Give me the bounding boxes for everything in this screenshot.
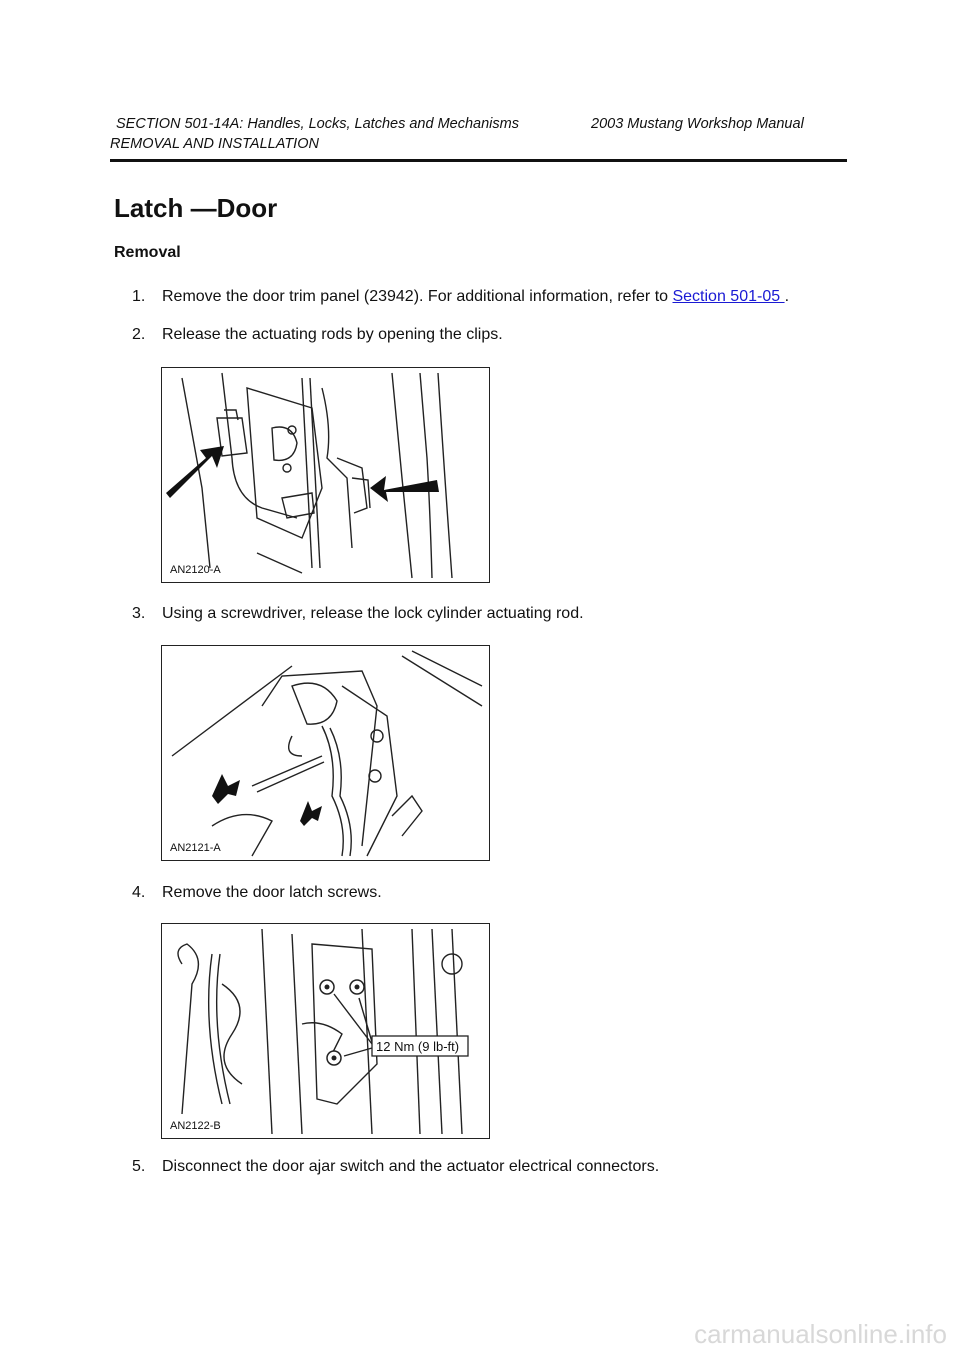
- figure-lock-cylinder-rod: AN2121-A: [161, 645, 490, 861]
- header-subsection: REMOVAL AND INSTALLATION: [110, 136, 319, 152]
- removal-heading: Removal: [114, 244, 181, 261]
- figure-latch-clips: AN2120-A: [161, 367, 490, 583]
- figure-label: AN2120-A: [170, 564, 221, 576]
- step-text: Release the actuating rods by opening th…: [162, 326, 503, 343]
- page-title: Latch —Door: [114, 193, 278, 223]
- watermark: carmanualsonline.info: [694, 1319, 947, 1349]
- step-text: Using a screwdriver, release the lock cy…: [162, 605, 584, 622]
- step-number: 1.: [132, 288, 146, 305]
- step-number: 4.: [132, 884, 146, 901]
- step-number: 5.: [132, 1158, 146, 1175]
- step-number: 3.: [132, 605, 146, 622]
- latch-screws-illustration: 12 Nm (9 lb-ft): [177, 928, 469, 1135]
- figure-label: AN2121-A: [170, 842, 221, 854]
- step-text: Remove the door latch screws.: [162, 884, 382, 901]
- figure-label: AN2122-B: [170, 1120, 221, 1132]
- figure-latch-screws: 12 Nm (9 lb-ft) AN2122-B: [161, 923, 490, 1139]
- step-text: Disconnect the door ajar switch and the …: [162, 1158, 660, 1175]
- lock-cylinder-rod-illustration: [171, 650, 483, 857]
- latch-clips-illustration: [166, 372, 453, 579]
- header-rule: [110, 159, 847, 162]
- step-number: 2.: [132, 326, 146, 343]
- step-text: Remove the door trim panel (23942). For …: [162, 288, 673, 305]
- torque-callout: 12 Nm (9 lb-ft): [376, 1039, 459, 1054]
- header-section: SECTION 501-14A: Handles, Locks, Latches…: [116, 116, 519, 132]
- section-link[interactable]: Section 501-05: [672, 288, 785, 305]
- header-manual: 2003 Mustang Workshop Manual: [591, 116, 804, 132]
- step-text-end: .: [784, 288, 790, 305]
